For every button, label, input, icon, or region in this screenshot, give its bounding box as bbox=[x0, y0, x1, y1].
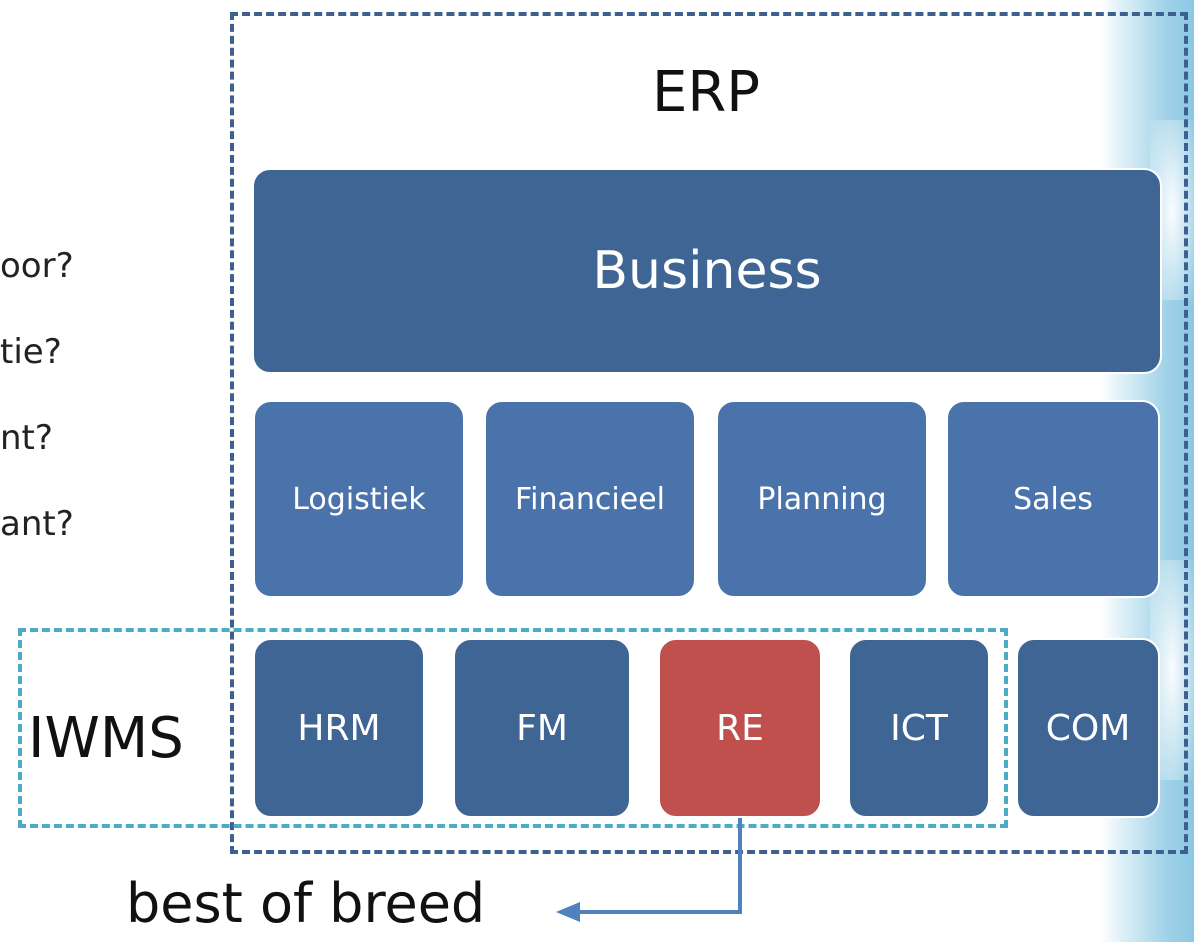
side-text-line: oor? bbox=[0, 246, 74, 286]
submodule-ict: ICT bbox=[848, 638, 990, 818]
erp-label: ERP bbox=[652, 60, 761, 125]
module-logistiek: Logistiek bbox=[253, 400, 465, 598]
module-financieel: Financieel bbox=[484, 400, 696, 598]
submodule-fm: FM bbox=[453, 638, 631, 818]
best-of-breed-label: best of breed bbox=[126, 872, 486, 935]
iwms-label: IWMS bbox=[28, 706, 184, 771]
submodule-re: RE bbox=[658, 638, 822, 818]
side-text-line: nt? bbox=[0, 418, 53, 458]
module-planning: Planning bbox=[716, 400, 928, 598]
iwms-boundary bbox=[18, 628, 1008, 828]
erp-boundary bbox=[230, 12, 1188, 854]
submodule-com: COM bbox=[1016, 638, 1160, 818]
side-text-line: tie? bbox=[0, 332, 62, 372]
module-sales: Sales bbox=[946, 400, 1160, 598]
side-text-line: ant? bbox=[0, 504, 74, 544]
business-block: Business bbox=[252, 168, 1162, 374]
submodule-hrm: HRM bbox=[253, 638, 425, 818]
